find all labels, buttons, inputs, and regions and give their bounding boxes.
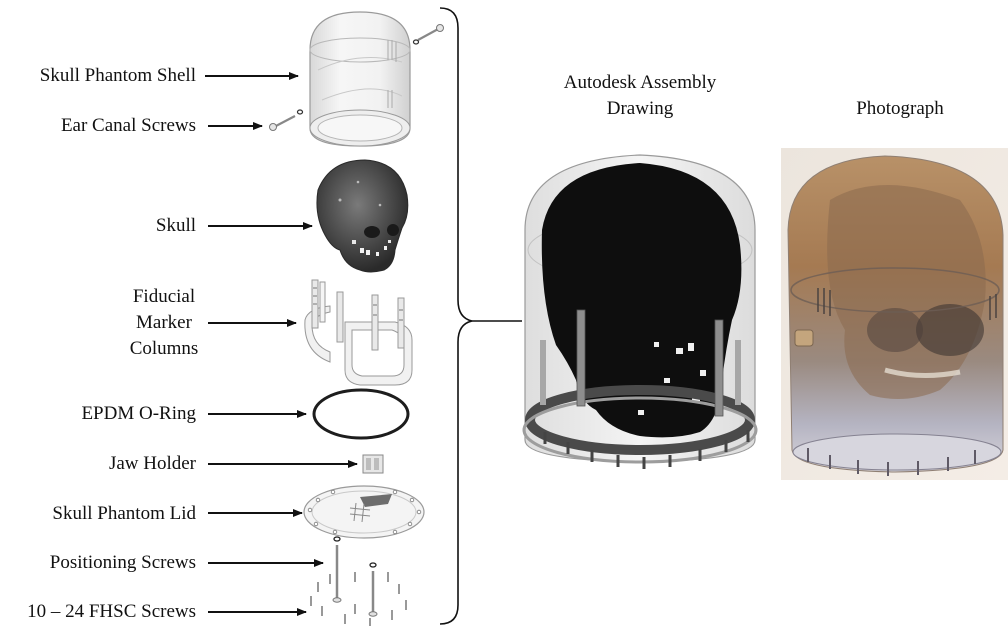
- skull-part: [317, 160, 408, 272]
- shell-part: [270, 12, 444, 146]
- o-ring-part: [314, 390, 408, 438]
- fhsc-screws-part: [311, 572, 406, 626]
- fiducial-marker-columns-part: [305, 280, 412, 385]
- assembly-drawing-render: [524, 155, 756, 469]
- brace: [440, 8, 472, 624]
- jaw-holder-part: [363, 455, 383, 473]
- lid-part: [304, 486, 424, 538]
- photograph-image: [781, 148, 1008, 480]
